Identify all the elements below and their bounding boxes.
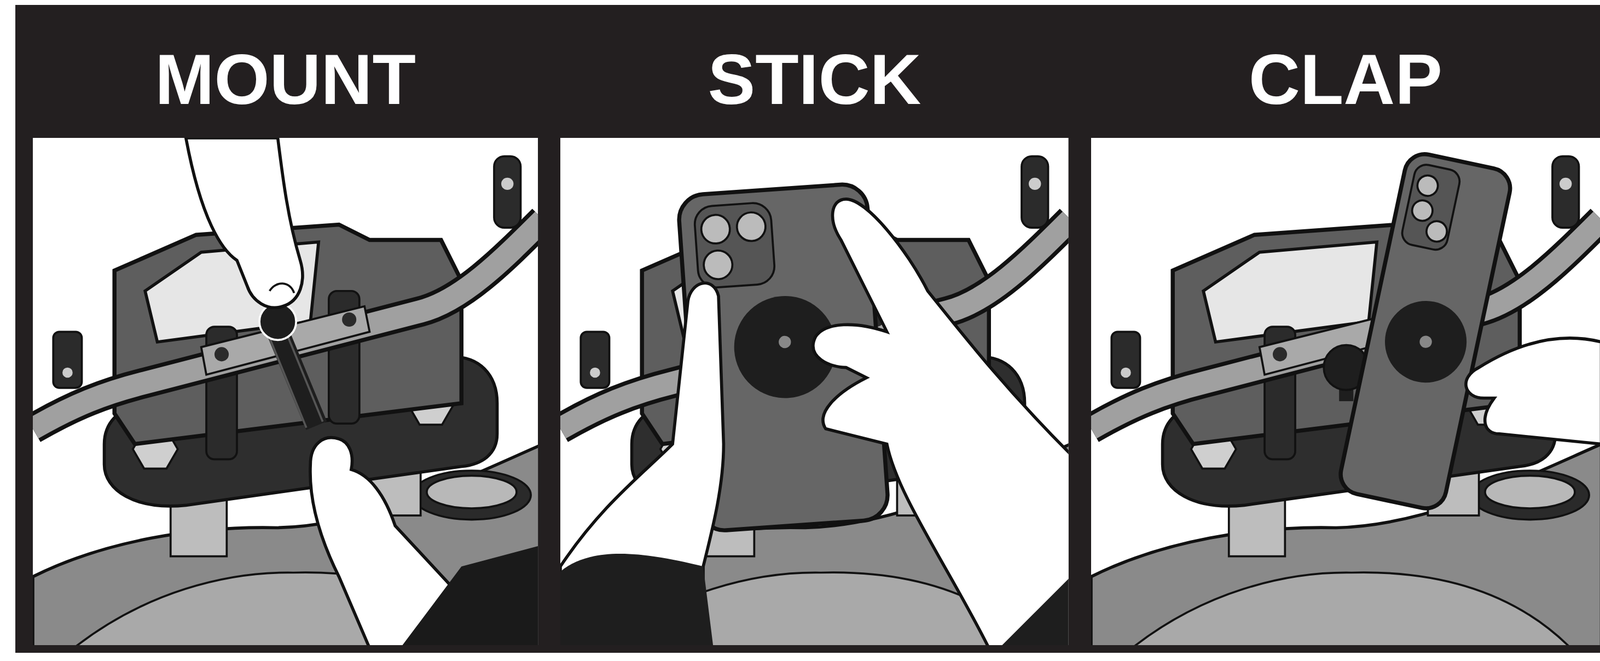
cockpit [560, 156, 1069, 646]
step-panel: MOUNT [32, 21, 538, 646]
phone [1336, 150, 1514, 513]
step-panel: CLAP [1091, 21, 1600, 646]
hand [186, 137, 303, 308]
hand [560, 282, 724, 646]
stick-panel-art [560, 137, 1069, 646]
step-title: MOUNT [32, 43, 538, 115]
lens [735, 211, 767, 242]
disc-logo [778, 335, 792, 349]
camera-bump [1399, 162, 1462, 252]
phone-body [1336, 150, 1514, 513]
clap-panel-art [1091, 137, 1600, 646]
camera-bump [693, 201, 776, 289]
lens [700, 213, 732, 245]
cockpit [1091, 156, 1600, 646]
adhesive-disc [1377, 293, 1475, 391]
strap-lines [269, 331, 323, 428]
disc-center [1418, 334, 1434, 350]
lens [1424, 219, 1449, 244]
lens [702, 249, 734, 281]
hand [1465, 338, 1600, 445]
lens [1410, 198, 1435, 223]
sleeve [560, 553, 714, 646]
hand [813, 199, 1069, 646]
thumbnail [269, 283, 295, 293]
step-title: CLAP [1091, 43, 1600, 115]
sleeve [999, 576, 1069, 646]
strap [277, 331, 317, 426]
lens [1415, 173, 1440, 198]
sleeve [400, 546, 538, 646]
step-panel: STICK [560, 21, 1069, 646]
step-title: STICK [560, 43, 1069, 115]
mount-panel-art [32, 137, 538, 646]
